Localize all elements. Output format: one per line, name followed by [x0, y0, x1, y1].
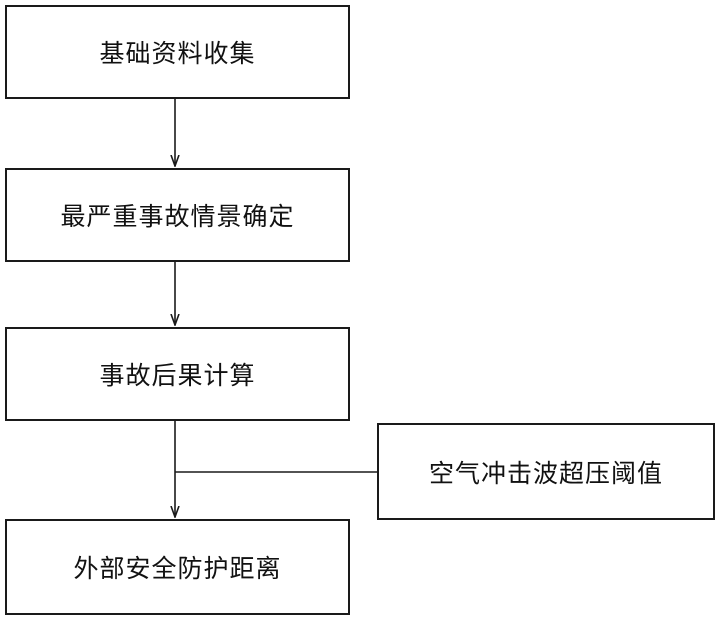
- step-worst-case-scenario: 最严重事故情景确定: [5, 168, 350, 262]
- step-label: 基础资料收集: [99, 39, 256, 68]
- step-basic-data-collection: 基础资料收集: [5, 5, 350, 99]
- step-label: 外部安全防护距离: [73, 554, 282, 583]
- step-external-safety-distance: 外部安全防护距离: [5, 519, 350, 615]
- step-label: 事故后果计算: [99, 361, 256, 390]
- side-input-label: 空气冲击波超压阈值: [428, 458, 663, 488]
- step-label: 最严重事故情景确定: [60, 202, 295, 231]
- side-input-overpressure-threshold: 空气冲击波超压阈值: [377, 423, 715, 520]
- step-consequence-calculation: 事故后果计算: [5, 327, 350, 421]
